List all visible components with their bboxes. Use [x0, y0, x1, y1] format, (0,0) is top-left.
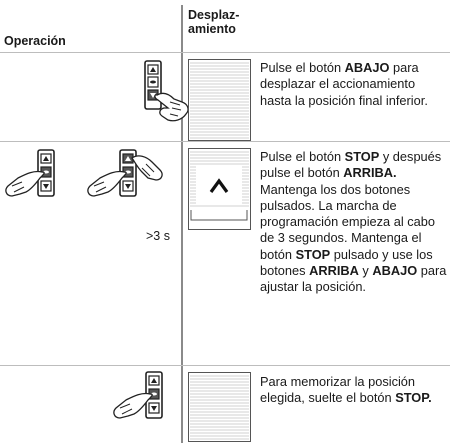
header-rule — [0, 52, 450, 53]
header-desplazamiento-line1: Desplaz- — [188, 8, 240, 22]
row-2-text-10: para ajustar la posición. — [260, 263, 447, 295]
row-rule-1 — [0, 141, 450, 142]
remote-stop-up-press-icon — [87, 149, 163, 197]
row-rule-2 — [0, 365, 450, 366]
row-1-text-2: para desplazar el accionamiento hasta la… — [260, 60, 428, 108]
row-3-text-1: STOP. — [395, 390, 432, 406]
header-operacion: Operación — [4, 34, 66, 48]
remote-release-stop-icon — [113, 371, 163, 419]
row-3-description: Para memorizar la posición elegida, suel… — [260, 374, 446, 407]
row-2-text-0: Pulse el botón — [260, 149, 345, 164]
row-1-description: Pulse el botón ABAJO para desplazar el a… — [260, 60, 446, 109]
timer-label: >3 s — [146, 229, 170, 243]
row-1-text-1: ABAJO — [344, 60, 390, 75]
row-2-text-5: STOP — [295, 246, 331, 262]
shutter-down-icon — [188, 59, 251, 141]
row-2-text-6: pulsado y use los botones — [260, 246, 433, 279]
row-2-text-4: Mantenga los dos botones pulsados. La ma… — [260, 181, 435, 262]
remote-stop-press-icon — [5, 149, 55, 197]
row-2-text-7: ARRIBA — [309, 263, 359, 279]
row-3-text-0: Para memorizar la posición elegida, suel… — [260, 374, 416, 406]
column-divider — [181, 5, 183, 443]
row-2-text-9: ABAJO — [372, 263, 418, 279]
row-2-text-3: ARRIBA. — [343, 165, 397, 181]
row-2-text-8: y — [358, 263, 373, 279]
remote-down-press-icon — [144, 60, 189, 122]
header-desplazamiento-line2: amiento — [188, 22, 236, 36]
shutter-up-arrow-icon — [188, 148, 251, 230]
row-2-text-1: STOP — [344, 149, 380, 164]
shutter-hold-icon — [188, 372, 251, 442]
row-1-text-0: Pulse el botón — [260, 60, 345, 75]
row-2-description: Pulse el botón STOP y después pulse el b… — [260, 149, 448, 296]
header-desplazamiento: Desplaz- amiento — [188, 8, 239, 36]
row-2-text-2: y después pulse el botón — [260, 149, 442, 181]
